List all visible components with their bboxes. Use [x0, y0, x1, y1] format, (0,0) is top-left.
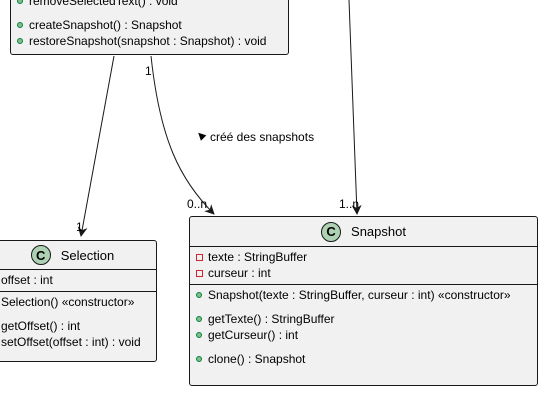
method-row: createSnapshot() : Snapshot: [11, 17, 288, 33]
editor-class-box: removeSelectedText() : void createSnapsh…: [10, 0, 289, 55]
class-header: C Snapshot: [190, 217, 537, 247]
private-icon: [196, 269, 203, 277]
relation-editor-selection: [77, 55, 115, 237]
method-text: removeSelectedText() : void: [29, 0, 178, 8]
relation-right-snapshot: [348, 0, 362, 215]
attribute-row: texte : StringBuffer: [190, 249, 537, 265]
attribute-row: curseur : int: [190, 265, 537, 281]
snapshot-class-box: C Snapshot texte : StringBuffer curseur …: [189, 216, 538, 386]
class-header: C Selection: [0, 241, 156, 270]
class-icon: C: [321, 221, 342, 242]
selection-class-box: C Selection offset : int Selection() «co…: [0, 240, 157, 362]
constructor-text: Selection() «constructor»: [1, 295, 135, 309]
constructor-row: Snapshot(texte : StringBuffer, curseur :…: [190, 287, 537, 303]
method-row: getOffset() : int: [1, 318, 156, 334]
public-icon: [17, 22, 23, 28]
public-icon: [17, 0, 23, 4]
multiplicity-label: 1: [76, 220, 83, 234]
attribute-text: texte : StringBuffer: [208, 250, 308, 264]
public-icon: [196, 316, 202, 322]
method-row: restoreSnapshot(snapshot : Snapshot) : v…: [11, 33, 288, 49]
method-row: removeSelectedText() : void: [11, 0, 288, 9]
method-row: clone() : Snapshot: [190, 351, 537, 367]
method-text: createSnapshot() : Snapshot: [29, 18, 182, 32]
multiplicity-label: 1..n: [339, 197, 360, 211]
method-text: restoreSnapshot(snapshot : Snapshot) : v…: [29, 34, 267, 48]
method-text: clone() : Snapshot: [208, 352, 306, 366]
method-text: getCurseur() : int: [208, 328, 299, 342]
method-text: getOffset() : int: [1, 319, 81, 333]
class-name: Snapshot: [351, 224, 406, 239]
multiplicity-label: 0..n: [187, 197, 208, 211]
class-name: Selection: [60, 247, 115, 263]
method-text: setOffset(offset : int) : void: [1, 335, 141, 349]
method-row: setOffset(offset : int) : void: [1, 334, 156, 350]
private-icon: [196, 253, 203, 261]
attribute-text: curseur : int: [208, 266, 271, 280]
method-row: getCurseur() : int: [190, 327, 537, 343]
attribute-text: offset : int: [1, 273, 53, 287]
public-icon: [196, 292, 202, 298]
method-row: getTexte() : StringBuffer: [190, 311, 537, 327]
public-icon: [196, 332, 202, 338]
multiplicity-label: 1: [145, 64, 152, 78]
relation-editor-snapshot: [150, 55, 215, 215]
public-icon: [196, 356, 202, 362]
constructor-text: Snapshot(texte : StringBuffer, curseur :…: [208, 288, 511, 302]
attribute-row: offset : int: [1, 272, 156, 288]
relation-label: créé des snapshots: [210, 130, 315, 144]
constructor-row: Selection() «constructor»: [1, 294, 156, 310]
public-icon: [17, 38, 23, 44]
method-text: getTexte() : StringBuffer: [208, 312, 335, 326]
class-icon: C: [30, 245, 51, 265]
